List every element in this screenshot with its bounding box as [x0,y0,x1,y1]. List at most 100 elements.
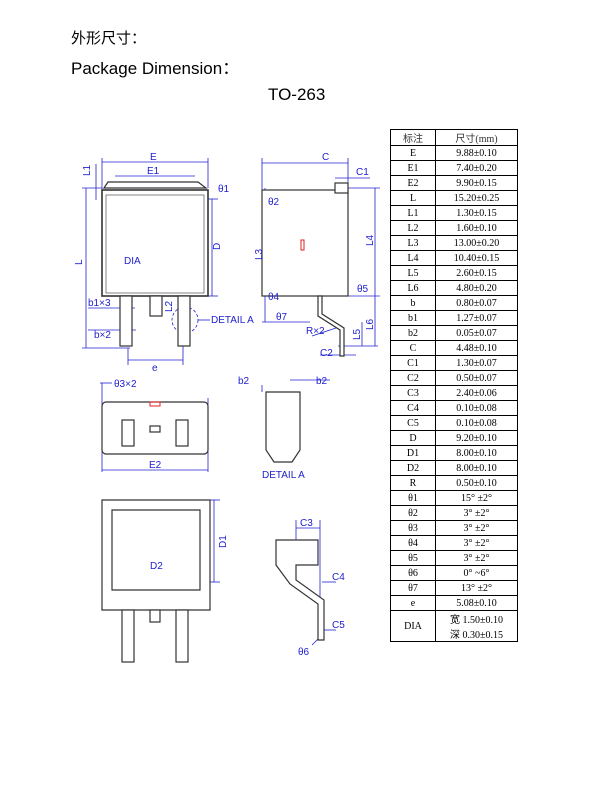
symbol-cell: L3 [390,235,436,251]
label-C4: C4 [332,572,345,583]
value-cell: 4.80±0.20 [435,280,518,296]
label-theta1: θ1 [218,184,230,195]
label-theta3x2: θ3×2 [114,379,137,390]
label-detail-a-title: DETAIL A [262,470,305,481]
label-theta6: θ6 [298,647,310,658]
symbol-cell: C1 [390,355,436,371]
value-cell: 2.40±0.06 [435,385,518,401]
heading-cn: 外形尺寸： [71,29,147,47]
symbol-cell: θ2 [390,505,436,521]
value-cell: 0.50±0.10 [435,475,518,491]
value-cell: 3° ±2° [435,505,518,521]
value-cell: 1.27±0.07 [435,310,518,326]
mark-highlights [149,239,305,407]
symbol-cell: D [390,430,436,446]
label-bx2: b×2 [94,330,111,341]
value-cell: 2.60±0.15 [435,265,518,281]
value-cell: 9.90±0.15 [435,175,518,191]
value-cell: 7.40±0.20 [435,160,518,176]
header-symbol: 标注 [390,129,436,146]
value-cell: 8.00±0.10 [435,460,518,476]
dia-width: 宽 1.50±0.10 [450,615,503,626]
label-L1: L1 [82,164,93,176]
label-DIA: DIA [124,256,141,267]
value-cell: 0.50±0.07 [435,370,518,386]
symbol-cell: DIA [390,610,436,642]
heading-package-dimension: Package Dimension： [71,59,240,78]
value-cell: 5.08±0.10 [435,595,518,611]
value-cell: 3° ±2° [435,535,518,551]
package-outline [101,181,349,663]
value-cell: 4.48±0.10 [435,340,518,356]
label-L6: L6 [365,318,376,330]
value-cell: 0° ~6° [435,565,518,581]
value-cell: 9.88±0.10 [435,145,518,161]
label-C1: C1 [356,167,369,178]
label-L4: L4 [365,234,376,246]
label-C: C [322,152,329,163]
value-cell: 3° ±2° [435,550,518,566]
label-L5: L5 [352,328,363,340]
symbol-cell: θ4 [390,535,436,551]
value-cell: 1.30±0.15 [435,205,518,221]
symbol-cell: θ5 [390,550,436,566]
label-b2-left: b2 [238,376,250,387]
label-Rx2: R×2 [306,326,325,337]
symbol-cell: D1 [390,445,436,461]
symbol-cell: D2 [390,460,436,476]
label-L2: L2 [164,300,175,312]
symbol-cell: θ6 [390,565,436,581]
value-cell: 0.10±0.08 [435,415,518,431]
label-detail-a: DETAIL A [211,315,254,326]
symbol-cell: θ1 [390,490,436,506]
symbol-cell: C4 [390,400,436,416]
value-cell: 9.20±0.10 [435,430,518,446]
value-cell: 3° ±2° [435,520,518,536]
symbol-cell: e [390,595,436,611]
label-theta2: θ2 [268,197,280,208]
symbol-cell: b [390,295,436,311]
symbol-cell: L1 [390,205,436,221]
symbol-cell: b1 [390,310,436,326]
symbol-cell: C2 [390,370,436,386]
value-cell: 10.40±0.15 [435,250,518,266]
symbol-cell: L4 [390,250,436,266]
label-L3: L3 [254,248,265,260]
symbol-cell: L [390,190,436,206]
symbol-cell: L2 [390,220,436,236]
value-cell: 1.30±0.07 [435,355,518,371]
symbol-cell: θ3 [390,520,436,536]
symbol-cell: L6 [390,280,436,296]
label-C2: C2 [320,348,333,359]
label-b2-right: b2 [316,376,328,387]
symbol-cell: C3 [390,385,436,401]
symbol-cell: E [390,145,436,161]
